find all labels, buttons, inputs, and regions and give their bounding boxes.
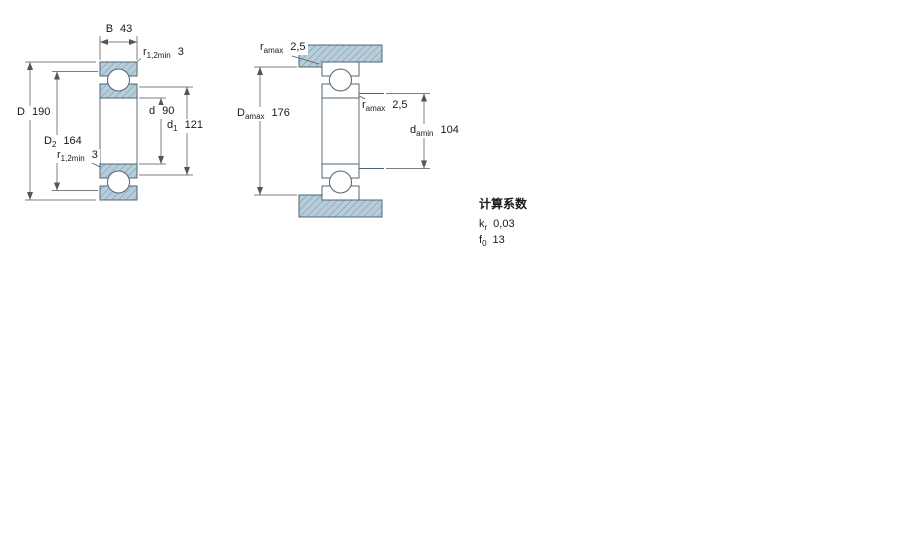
ball-bottom	[107, 170, 130, 194]
arrow	[100, 39, 108, 45]
arrow	[257, 67, 263, 75]
shaft-outline	[321, 93, 384, 169]
dim-d1-lines	[139, 86, 193, 176]
arrow	[27, 192, 33, 200]
arrow	[158, 156, 164, 164]
ball-outline-top	[329, 68, 352, 92]
right-view-abutments	[254, 44, 430, 218]
arrow	[158, 98, 164, 106]
calculation-factors-title: 计算系数	[479, 197, 528, 211]
left-view-cross-section	[25, 36, 193, 201]
leader-ra-top	[291, 55, 320, 65]
ball-outline-bottom	[329, 170, 352, 194]
dim-Damax-lines	[254, 66, 297, 196]
ball-top	[107, 68, 130, 92]
arrow	[421, 160, 427, 169]
dim-B-lines	[99, 36, 138, 60]
arrow	[54, 182, 60, 191]
dim-D2-lines	[52, 71, 98, 191]
arrow	[421, 93, 427, 102]
arrow	[184, 87, 190, 95]
arrow	[184, 167, 190, 175]
arrow	[54, 71, 60, 80]
dim-damin-lines	[386, 93, 430, 169]
arrow	[129, 39, 137, 45]
dim-D-lines	[25, 61, 96, 201]
arrow	[27, 62, 33, 70]
arrow	[257, 187, 263, 195]
